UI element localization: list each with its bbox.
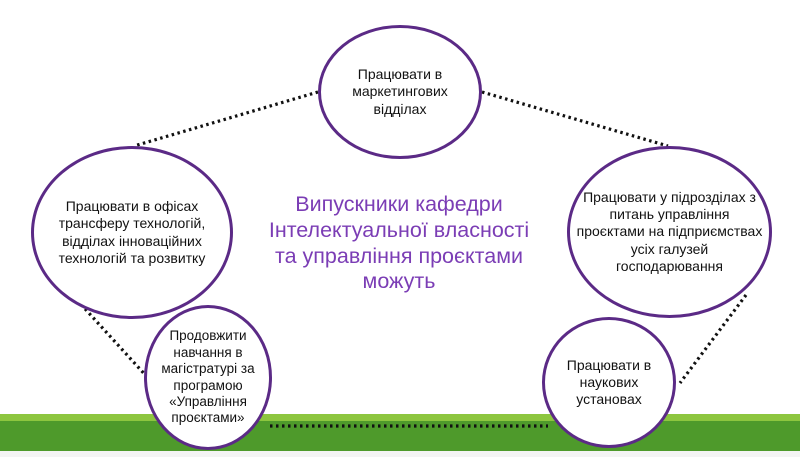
node-research-institutions: Працювати в наукових установах [542,317,676,448]
node-label: Працювати у підрозділах з питань управлі… [576,189,763,274]
node-masters-study: Продовжити навчання в магістратурі за пр… [144,305,272,450]
node-label: Працювати в маркетингових відділах [352,66,448,117]
center-title: Випускники кафедри Інтелектуальної власн… [268,192,530,294]
ground-stripe-light [0,414,800,421]
ground-stripe-dark [0,421,800,451]
connector-marketing-techtransfer [133,90,319,148]
node-project-management-units: Працювати у підрозділах з питань управлі… [567,146,772,318]
node-label: Працювати в офісах трансферу технологій,… [58,198,206,266]
node-label: Продовжити навчання в магістратурі за пр… [161,328,255,426]
connector-projectunits-research [678,294,748,384]
node-marketing-departments: Працювати в маркетингових відділах [318,25,482,159]
connector-marketing-projectunits [481,90,669,148]
node-label: Працювати в наукових установах [566,356,652,408]
ground-base [0,451,800,457]
node-technology-transfer-offices: Працювати в офісах трансферу технологій,… [31,146,233,319]
